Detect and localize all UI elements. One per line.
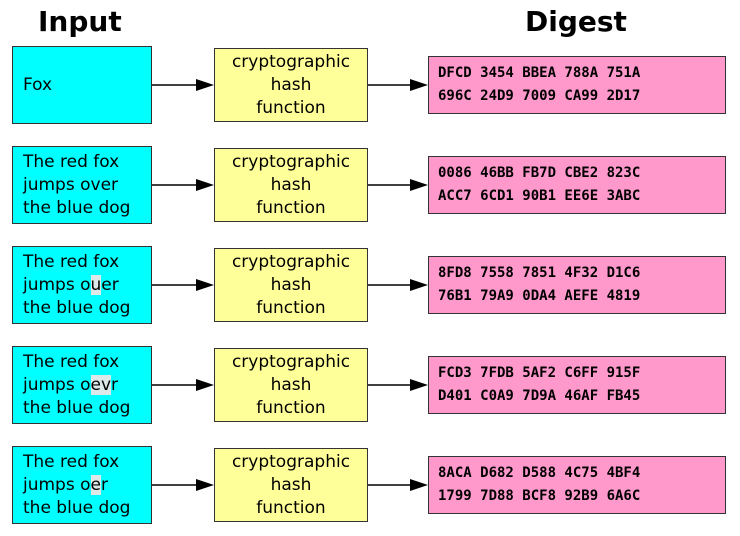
hash-function-label: hash bbox=[270, 274, 312, 295]
arrow-right-icon bbox=[152, 379, 214, 391]
arrow-right-icon bbox=[368, 379, 428, 391]
digest-text-line: ACC7 6CD1 90B1 EE6E 3ABC bbox=[438, 188, 641, 204]
input-text-line: jumps oevr bbox=[23, 374, 119, 395]
input-text-line: jumps over bbox=[23, 174, 119, 195]
hash-function-label: function bbox=[256, 197, 326, 218]
digest-box: 0086 46BB FB7D CBE2 823C ACC7 6CD1 90B1 E… bbox=[428, 156, 726, 214]
changed-characters-highlight: e bbox=[90, 474, 101, 495]
hash-function-label: hash bbox=[270, 474, 312, 495]
input-text-line: the blue dog bbox=[23, 197, 131, 218]
digest-text-line: 696C 24D9 7009 CA99 2D17 bbox=[438, 88, 641, 104]
digest-text-line: 8ACA D682 D588 4C75 4BF4 bbox=[438, 465, 641, 481]
input-text-line: jumps ouer bbox=[23, 274, 119, 295]
arrow-right-icon bbox=[152, 479, 214, 491]
input-box: Fox bbox=[12, 46, 152, 124]
hash-function-label: hash bbox=[270, 174, 312, 195]
arrow-right-icon bbox=[368, 179, 428, 191]
input-text-line: jumps oer bbox=[23, 474, 108, 495]
hash-function-label: cryptographic bbox=[231, 351, 351, 372]
input-text-line: the blue dog bbox=[23, 497, 131, 518]
digest-box: 8ACA D682 D588 4C75 4BF4 1799 7D88 BCF8 9… bbox=[428, 456, 726, 514]
hash-function-label: cryptographic bbox=[231, 151, 351, 172]
digest-text-line: 76B1 79A9 0DA4 AEFE 4819 bbox=[438, 288, 641, 304]
hash-function-label: cryptographic bbox=[231, 51, 351, 72]
hash-function-label: function bbox=[256, 397, 326, 418]
digest-text-line: 8FD8 7558 7851 4F32 D1C6 bbox=[438, 265, 641, 281]
hash-function-label: hash bbox=[270, 374, 312, 395]
arrow-right-icon bbox=[368, 79, 428, 91]
digest-box: DFCD 3454 BBEA 788A 751A 696C 24D9 7009 C… bbox=[428, 56, 726, 114]
input-text-line: The red fox bbox=[23, 251, 120, 272]
changed-characters-highlight: u bbox=[90, 274, 102, 295]
input-text-line: The red fox bbox=[23, 451, 120, 472]
digest-text-line: 0086 46BB FB7D CBE2 823C bbox=[438, 165, 641, 181]
arrow-right-icon bbox=[152, 179, 214, 191]
input-column-header: Input bbox=[38, 5, 122, 38]
arrow-right-icon bbox=[368, 279, 428, 291]
hash-function-label: function bbox=[256, 297, 326, 318]
digest-text-line: 1799 7D88 BCF8 92B9 6A6C bbox=[438, 488, 641, 504]
hash-function-label: hash bbox=[270, 74, 312, 95]
input-text-line: The red fox bbox=[23, 151, 120, 172]
input-text-line: the blue dog bbox=[23, 297, 131, 318]
input-text-line: The red fox bbox=[23, 351, 120, 372]
digest-text-line: DFCD 3454 BBEA 788A 751A bbox=[438, 65, 641, 81]
hash-function-label: function bbox=[256, 97, 326, 118]
arrow-right-icon bbox=[152, 79, 214, 91]
hash-function-label: cryptographic bbox=[231, 251, 351, 272]
digest-box: 8FD8 7558 7851 4F32 D1C6 76B1 79A9 0DA4 A… bbox=[428, 256, 726, 314]
arrow-right-icon bbox=[368, 479, 428, 491]
changed-characters-highlight: ev bbox=[90, 374, 112, 395]
digest-column-header: Digest bbox=[525, 5, 627, 38]
input-text-line: Fox bbox=[23, 74, 53, 95]
digest-text-line: FCD3 7FDB 5AF2 C6FF 915F bbox=[438, 365, 641, 381]
hash-function-label: function bbox=[256, 497, 326, 518]
hash-function-label: cryptographic bbox=[231, 451, 351, 472]
input-text-line: the blue dog bbox=[23, 397, 131, 418]
digest-box: FCD3 7FDB 5AF2 C6FF 915F D401 C0A9 7D9A 4… bbox=[428, 356, 726, 414]
digest-text-line: D401 C0A9 7D9A 46AF FB45 bbox=[438, 388, 641, 404]
arrow-right-icon bbox=[152, 279, 214, 291]
